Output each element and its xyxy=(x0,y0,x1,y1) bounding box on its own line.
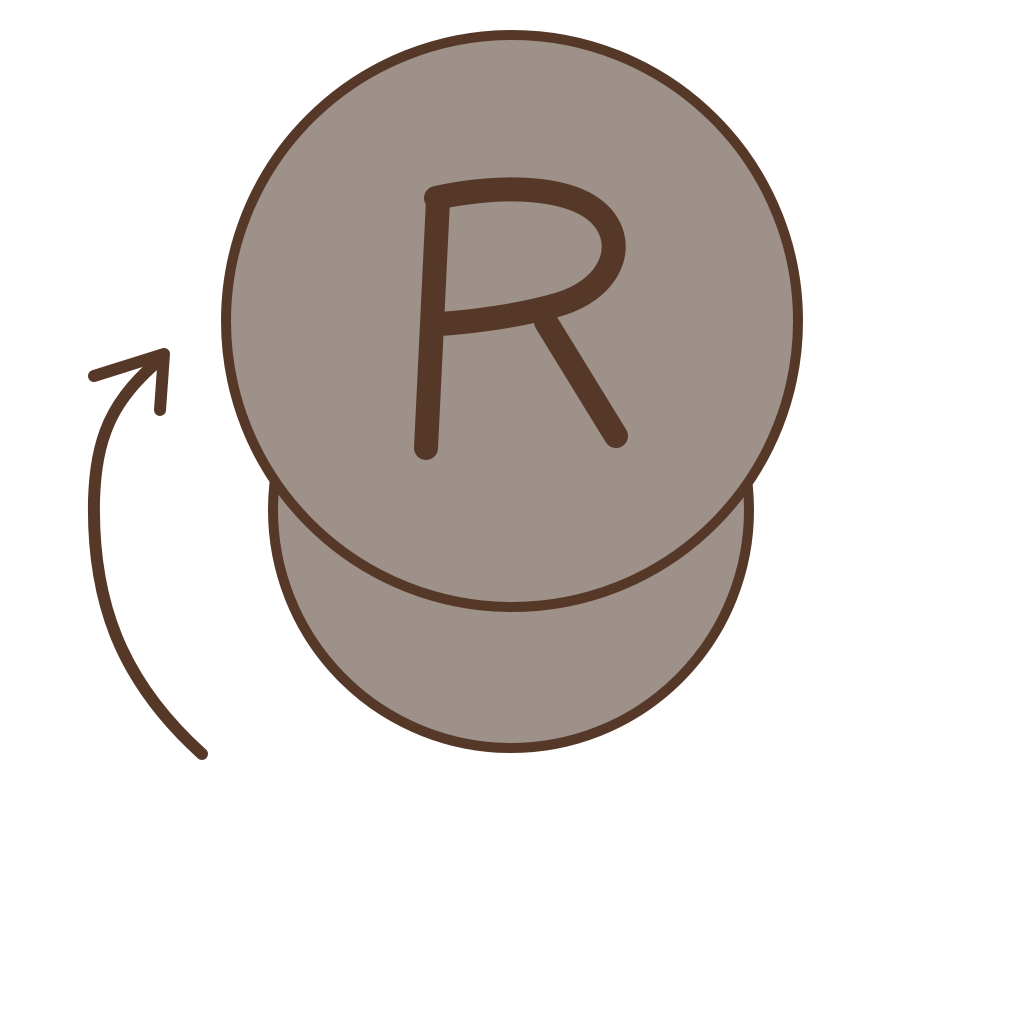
rotate-arrow-icon xyxy=(87,348,208,760)
coin-letter-r: R xyxy=(414,177,628,460)
